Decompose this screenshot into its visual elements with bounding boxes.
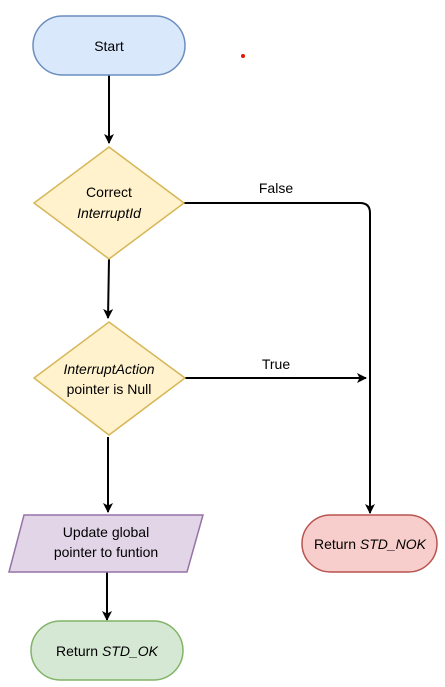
false-label: False [259,180,293,196]
update-line2: pointer to funtion [54,544,158,560]
decision-id-line1: Correct [86,184,132,200]
return-nok-label: Return STD_NOK [314,536,427,552]
decision-action-pointer-null[interactable]: InterruptAction pointer is Null [32,321,187,436]
return-nok-value: STD_NOK [360,536,427,552]
edges [102,75,375,621]
decision-null-line1: InterruptAction [63,361,154,377]
return-nok-prefix: Return [314,536,360,552]
true-label: True [262,356,290,372]
red-dot-marker [241,54,245,58]
process-update-pointer[interactable]: Update global pointer to funtion [8,514,204,573]
start-node[interactable]: Start [32,15,186,76]
decision-correct-interrupt-id[interactable]: Correct InterruptId [32,146,186,260]
decision-id-line2: InterruptId [77,205,142,221]
start-label: Start [94,38,124,54]
return-ok-label: Return STD_OK [56,643,159,659]
edge-check-id-to-check-null [103,258,114,319]
decision-null-line2: pointer is Null [67,381,152,397]
edge-false-to-return-nok [184,202,375,514]
return-ok-prefix: Return [56,643,102,659]
return-ok-value: STD_OK [102,643,159,659]
update-line1: Update global [63,524,149,540]
return-ok-node[interactable]: Return STD_OK [30,620,184,681]
return-nok-node[interactable]: Return STD_NOK [301,514,438,573]
